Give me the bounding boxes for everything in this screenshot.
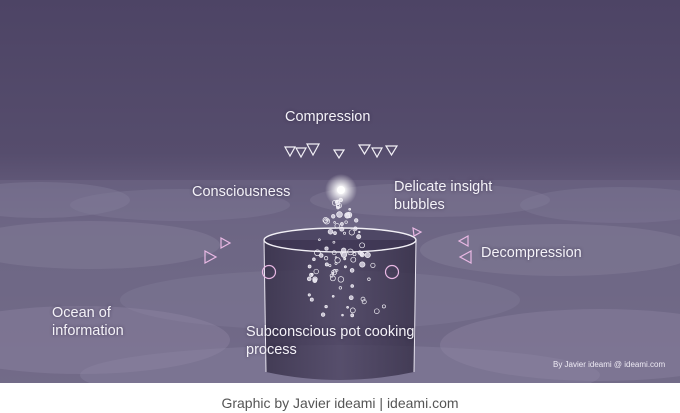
bubble [324, 262, 329, 267]
pot-handle-right [384, 264, 400, 280]
bubble [339, 226, 345, 232]
bubble [318, 253, 324, 258]
bubble [356, 234, 362, 240]
pot-handle-left [261, 264, 277, 280]
bubble [327, 228, 334, 235]
bubble [309, 297, 314, 302]
bubble [336, 211, 343, 218]
bubble [333, 221, 336, 224]
bubble [307, 293, 311, 297]
bubble [360, 296, 366, 302]
bubble [341, 313, 344, 317]
bubble [359, 251, 364, 257]
bubble [367, 277, 371, 281]
bubble [331, 214, 336, 219]
bubble [350, 256, 357, 263]
bubble [331, 269, 337, 276]
bubble [338, 286, 343, 290]
bubble [347, 248, 354, 256]
bubble [348, 229, 355, 236]
bubble [350, 284, 354, 288]
bubble [354, 218, 359, 223]
bubble [324, 304, 328, 309]
label-pot: Subconscious pot cooking process [246, 324, 415, 358]
label-insight-bubbles: Delicate insight bubbles [394, 179, 493, 213]
bubble [318, 238, 321, 241]
diagram-scene: Compression Consciousness Delicate insig… [0, 0, 680, 383]
bubble [344, 213, 350, 219]
bubble [349, 268, 355, 273]
bubble [331, 271, 335, 275]
bubble [381, 304, 386, 309]
insight-spark [337, 186, 345, 194]
bubble [346, 305, 349, 309]
bubble [325, 218, 328, 222]
bubble [312, 276, 318, 282]
bubble [358, 230, 361, 234]
bubble [314, 249, 321, 257]
scene-graphics [0, 143, 680, 383]
label-consciousness: Consciousness [192, 184, 291, 200]
bubble [350, 313, 355, 318]
bubble [331, 294, 335, 298]
bubble [323, 217, 330, 225]
bubble [335, 268, 339, 272]
bubble [331, 250, 337, 256]
bubble [359, 261, 366, 268]
decompression-triangles [204, 226, 472, 265]
bubble [312, 257, 316, 262]
bubble [359, 242, 365, 249]
bubble [340, 222, 344, 226]
bubble [361, 299, 367, 305]
bubble [306, 276, 312, 282]
figure-caption: Graphic by Javier ideami | ideami.com [221, 395, 459, 411]
bubble [343, 231, 346, 235]
bubble [328, 264, 332, 268]
label-ocean: Ocean of information [52, 305, 124, 339]
bubble [349, 307, 356, 314]
bubble [313, 268, 319, 275]
watermark: By Javier ideami @ ideami.com [553, 360, 666, 369]
bubble [364, 251, 371, 259]
insight-bubbles [306, 197, 386, 318]
bubble [343, 257, 347, 261]
compression-triangles [283, 143, 399, 160]
bubble [343, 265, 347, 269]
bubble [348, 207, 352, 211]
bubble [307, 264, 312, 269]
label-compression: Compression [285, 109, 371, 125]
bubble [324, 256, 329, 261]
bubble [348, 295, 354, 301]
bubble [320, 312, 326, 317]
bubble [324, 246, 329, 251]
bubble [322, 217, 329, 224]
bubble [333, 231, 337, 235]
bubble [353, 226, 358, 231]
bubble [370, 262, 376, 268]
label-decompression: Decompression [481, 245, 582, 261]
bubble [334, 223, 340, 229]
bubble [344, 220, 348, 224]
bubble [337, 276, 345, 283]
bubble [310, 273, 314, 276]
bubble [374, 308, 380, 314]
bubble [352, 252, 357, 257]
bubble [340, 251, 348, 258]
subconscious-pot [261, 227, 417, 380]
bubble [332, 240, 336, 244]
bubble [334, 257, 341, 264]
bubble [329, 273, 334, 278]
